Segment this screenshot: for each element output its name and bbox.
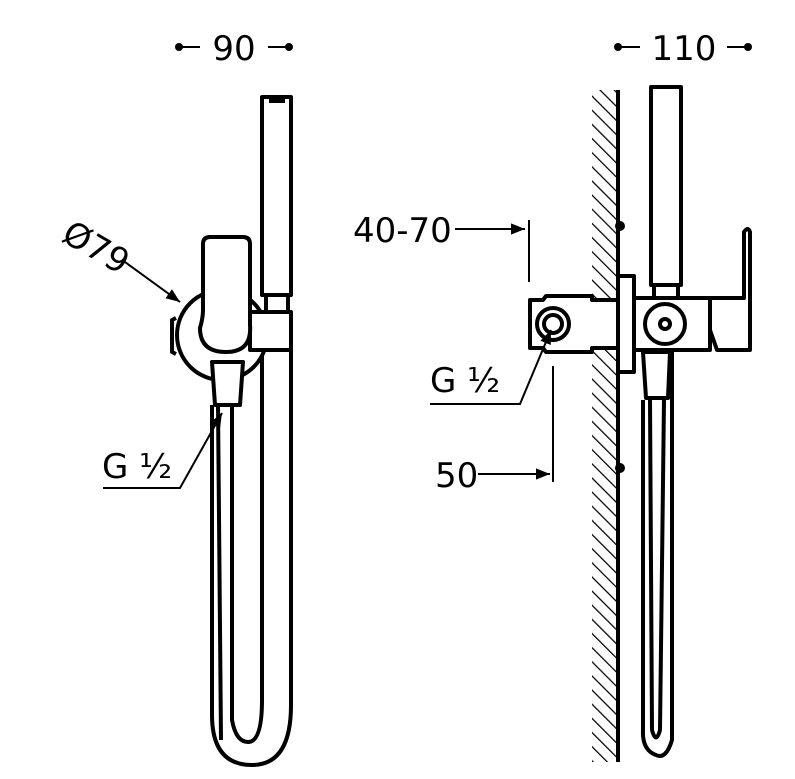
- dim-front-width: 90: [212, 29, 255, 69]
- dim-connection-offset: 50: [435, 456, 478, 496]
- side-view: 110 40-70 G ½ 50: [353, 29, 752, 762]
- dim-side-depth: 110: [652, 29, 717, 69]
- hose: [210, 312, 293, 767]
- label-front-connection: G ½: [102, 447, 172, 487]
- hand-shower: [260, 95, 293, 297]
- hand-shower-collar: [264, 293, 290, 314]
- dim-escutcheon-diameter: Ø79: [56, 213, 137, 283]
- mixer-body: [198, 235, 253, 354]
- connection-nut-side: [641, 350, 672, 400]
- wall-flange: [616, 274, 636, 374]
- wall-hatch: [592, 90, 618, 762]
- hand-shower-tip: [269, 97, 285, 103]
- front-view: 90 Ø79 G ½: [56, 29, 293, 767]
- escutcheon-edge: [170, 316, 177, 356]
- label-side-connection: G ½: [430, 361, 500, 401]
- bracket: [248, 310, 293, 352]
- dim-recess-depth: 40-70: [353, 211, 452, 251]
- hand-shower-side: [649, 85, 683, 287]
- connection-nut: [210, 360, 245, 407]
- hose-side: [640, 350, 674, 758]
- lever: [708, 227, 752, 352]
